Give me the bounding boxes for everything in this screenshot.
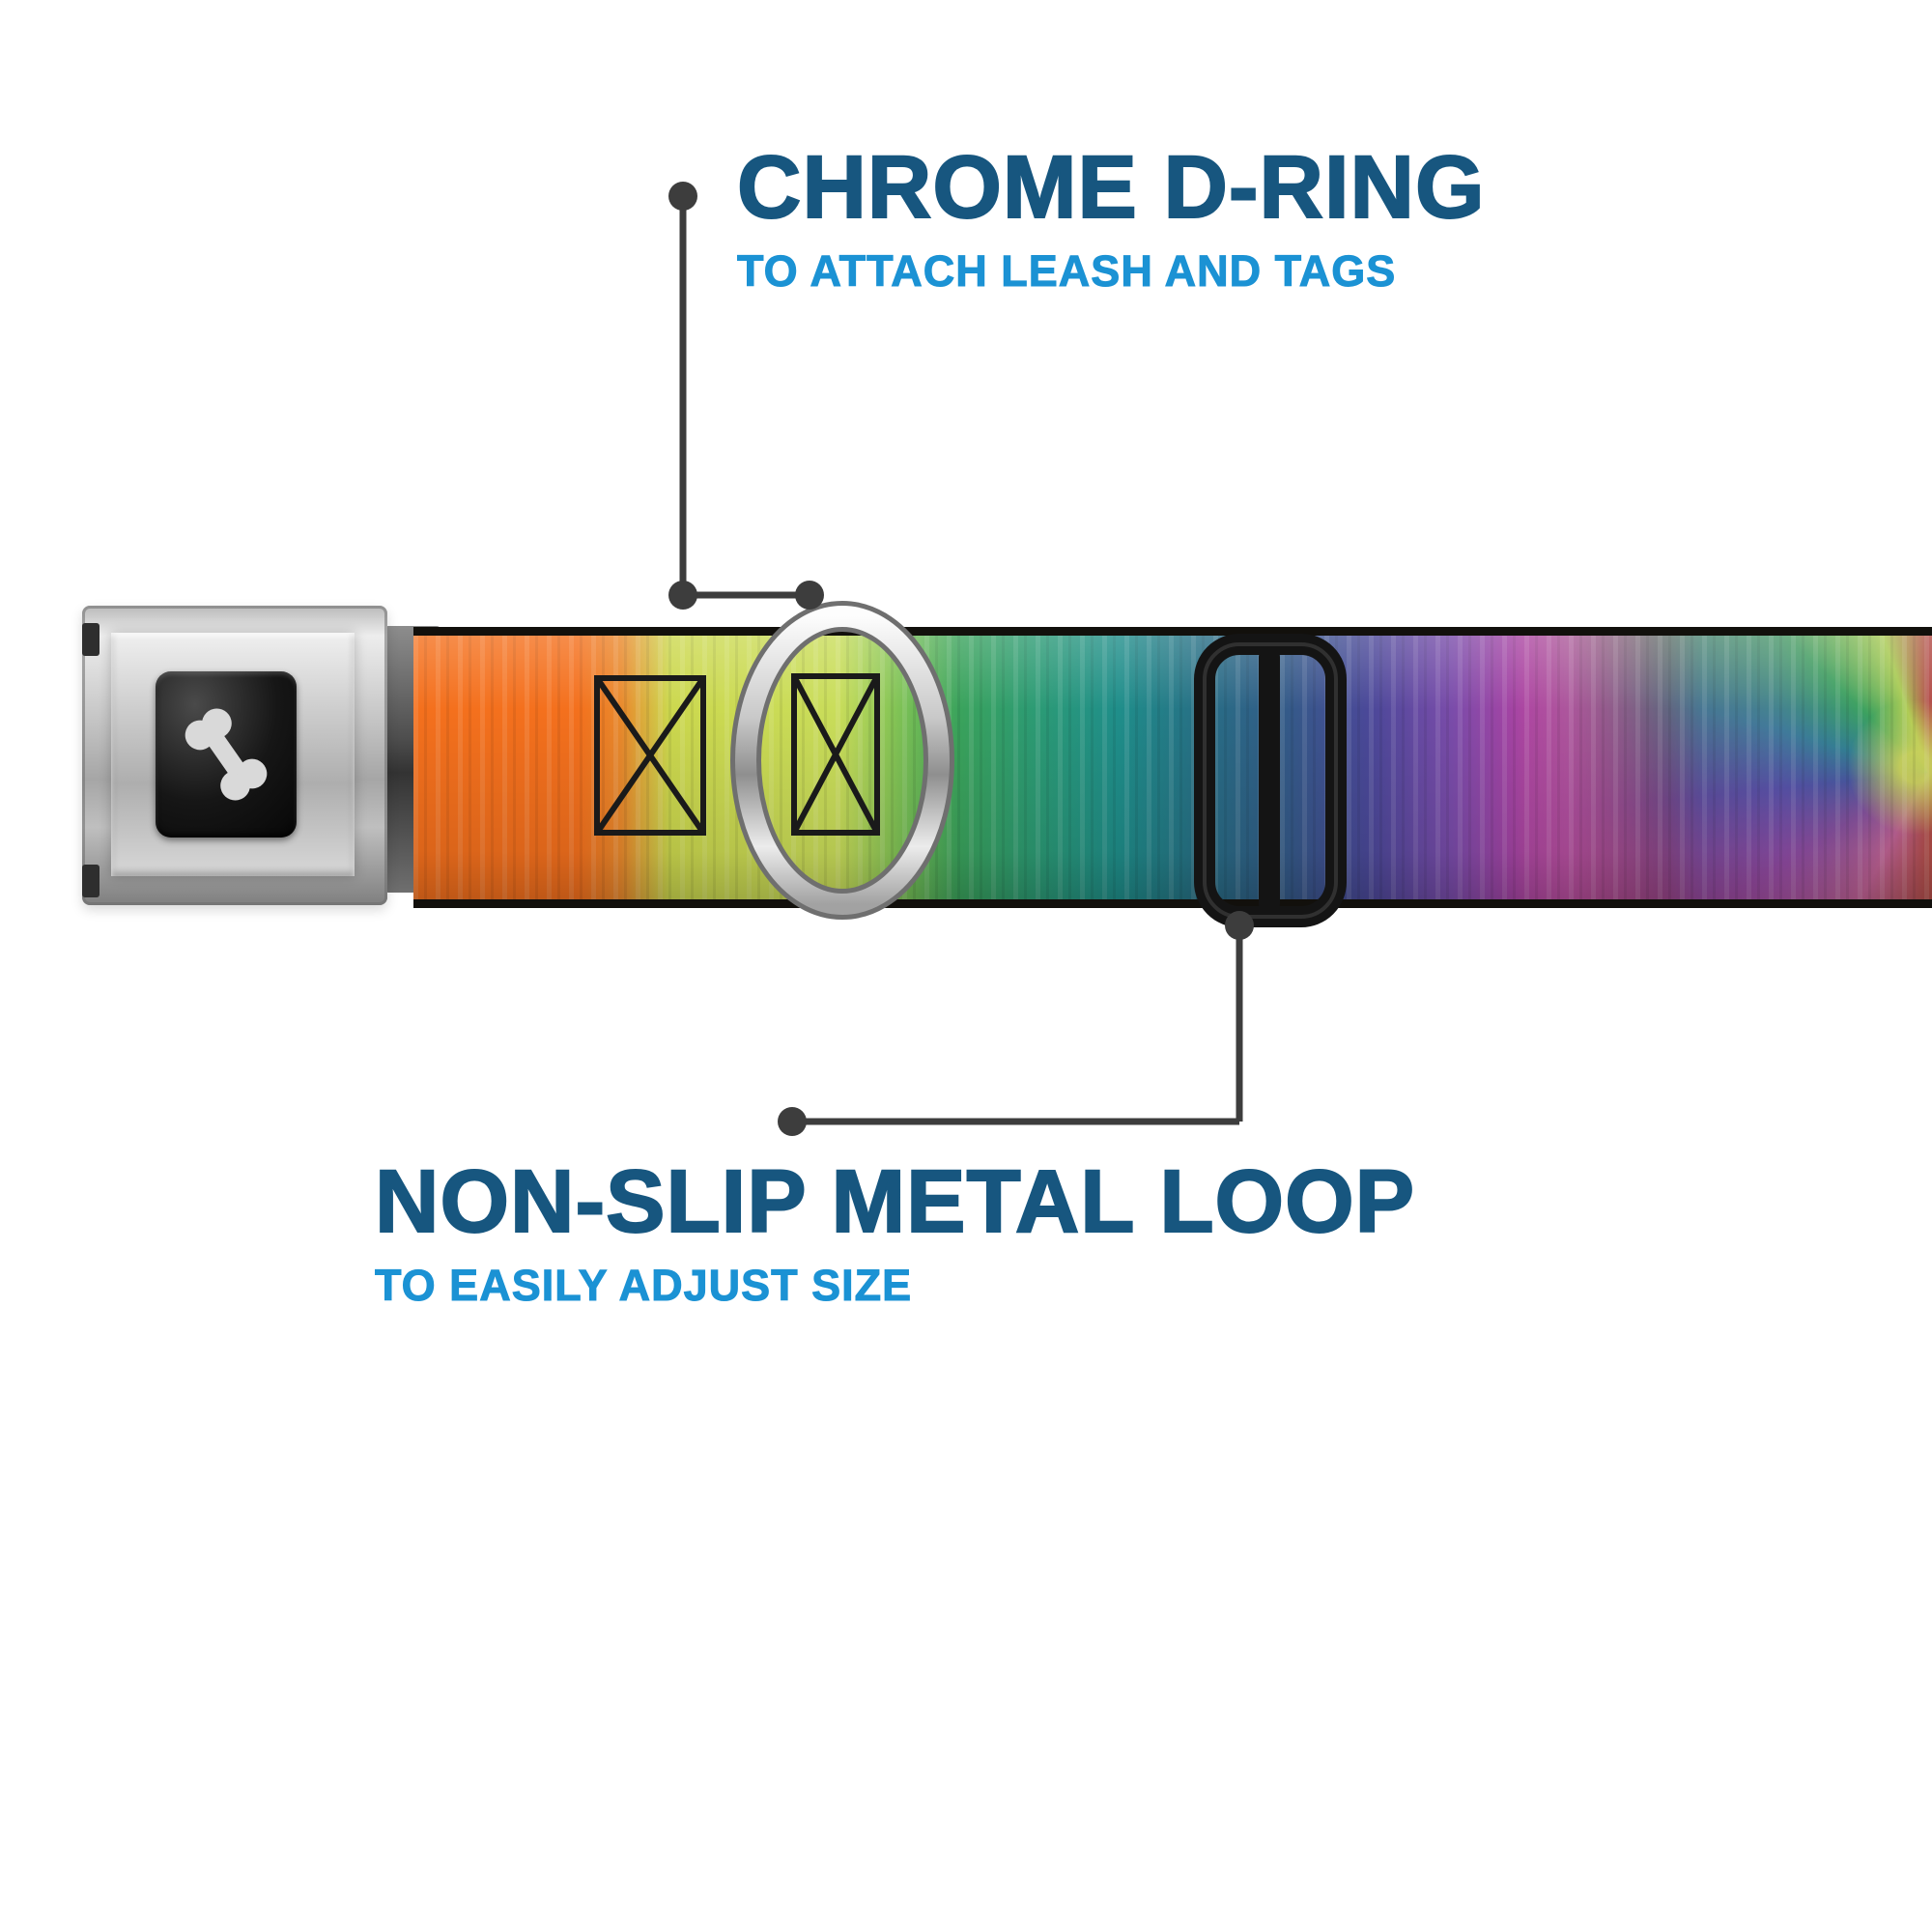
top-annotation-subtitle: TO ATTACH LEASH AND TAGS (737, 246, 1397, 296)
buckle-release-tab-bottom (82, 865, 99, 897)
bottom-annotation-subtitle: TO EASILY ADJUST SIZE (374, 1261, 913, 1310)
dog-bone-icon (185, 708, 268, 801)
bottom-annotation-title: NON-SLIP METAL LOOP (374, 1152, 1416, 1251)
bottom-callout-line (778, 911, 1254, 1136)
seatbelt-buckle (82, 606, 387, 905)
top-annotation-title: CHROME D-RING (736, 138, 1486, 237)
bottom-annotation: NON-SLIP METAL LOOP TO EASILY ADJUST SIZ… (374, 1152, 1416, 1310)
tiedye-burst (1517, 636, 1932, 899)
strap-texture (413, 636, 1932, 899)
buckle-release-tab-top (82, 623, 99, 656)
top-annotation: CHROME D-RING TO ATTACH LEASH AND TAGS (736, 138, 1486, 296)
buckle-logo-window (156, 671, 297, 838)
collar-strap (413, 627, 1932, 908)
